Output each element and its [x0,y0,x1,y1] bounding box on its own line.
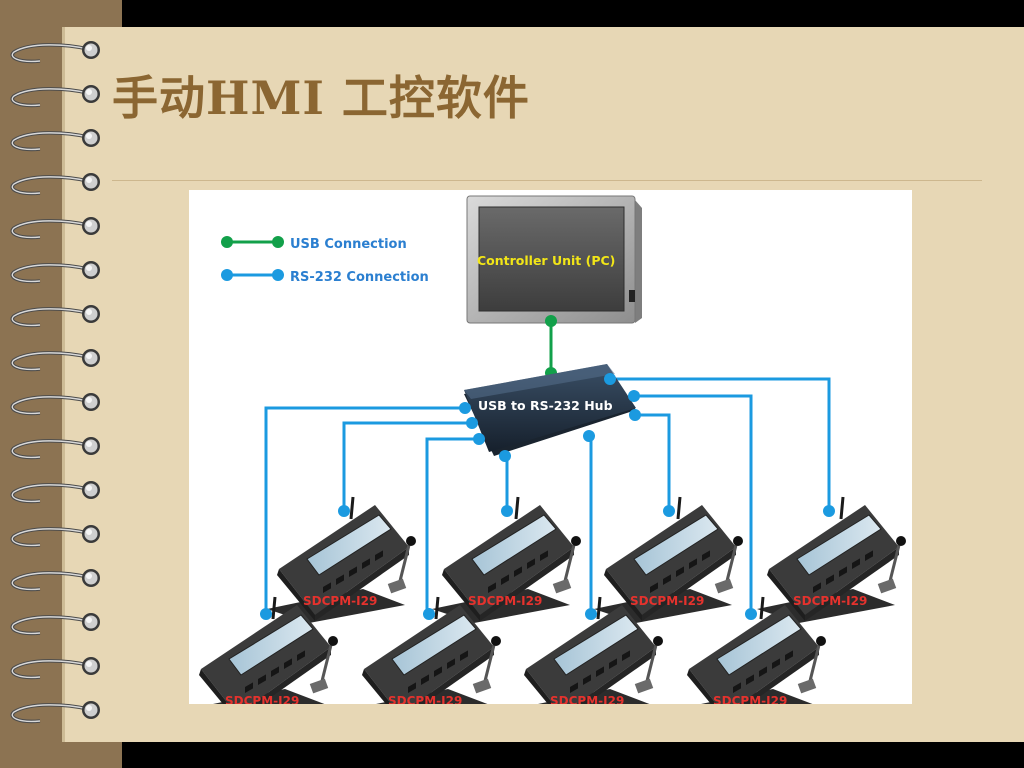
spiral-ring [10,437,100,460]
spiral-ring [10,217,100,240]
device-port-dot [585,608,597,620]
sdcpm-device: SDCPM-I29 [199,596,338,704]
sdcpm-device: SDCPM-I29 [524,596,663,704]
spiral-ring [10,261,100,284]
usb-legend-swatch [221,236,284,248]
controller-unit: Controller Unit (PC) [466,195,642,324]
usb-legend-label: USB Connection [290,237,407,252]
device-port-dot [338,505,350,517]
device-port-dot [745,608,757,620]
diagram-canvas: USB Connection RS-232 Connection Control… [199,195,906,704]
device-port-dot [260,608,272,620]
rs232-cable [589,434,593,614]
spiral-ring [10,173,100,196]
device-label: SDCPM-I29 [468,594,542,608]
device-port-dot [663,505,675,517]
spiral-ring [10,41,100,64]
spiral-ring [10,393,100,416]
device-label: SDCPM-I29 [303,594,377,608]
legend: USB Connection RS-232 Connection [221,236,429,285]
device-label: SDCPM-I29 [713,694,787,704]
sdcpm-device: SDCPM-I29 [432,496,581,623]
hub-port-dot [466,417,478,429]
hub-port-dot [583,430,595,442]
spiral-ring [10,481,100,504]
device-label: SDCPM-I29 [550,694,624,704]
top-bar [122,0,1024,27]
sdcpm-device: SDCPM-I29 [362,596,501,704]
rs232-cable [634,394,753,614]
device-port-dot [423,608,435,620]
spiral-ring [10,701,100,724]
spiral-ring [10,569,100,592]
usb-to-rs232-hub: USB to RS-232 Hub [464,364,636,456]
device-ports [260,505,835,620]
spiral-ring [10,349,100,372]
hub-port-dot [604,373,616,385]
usb-link [545,315,557,379]
device-port-dot [823,505,835,517]
sdcpm-device: SDCPM-I29 [687,596,826,704]
hub-ports [459,373,641,462]
rs232-cable [264,406,465,614]
rs232-cable [425,437,479,614]
spiral-binding [10,41,100,724]
device-label: SDCPM-I29 [630,594,704,608]
hub-port-dot [629,409,641,421]
rs232-cable [342,421,472,511]
spiral-ring [10,525,100,548]
device-label: SDCPM-I29 [388,694,462,704]
hub-port-dot [473,433,485,445]
network-diagram: USB Connection RS-232 Connection Control… [189,190,912,704]
hub-port-dot [499,450,511,462]
device-port-dot [501,505,513,517]
spiral-ring [10,657,100,680]
hub-port-dot [459,402,471,414]
hub-port-dot [628,390,640,402]
rs232-cable [610,377,831,511]
spiral-ring [10,129,100,152]
bottom-bar [122,742,1024,768]
rs232-legend-swatch [221,269,284,281]
rs232-cable [505,454,509,511]
title-divider [112,180,982,181]
slide-title: 手动HMI 工控软件 [112,71,530,125]
device-label: SDCPM-I29 [793,594,867,608]
hub-label: USB to RS-232 Hub [478,398,613,413]
paper-edge [62,27,65,742]
rs232-cable [635,413,671,511]
controller-label: Controller Unit (PC) [477,253,615,268]
rs232-links [264,377,831,614]
spiral-ring [10,305,100,328]
spiral-ring [10,613,100,636]
rs232-legend-label: RS-232 Connection [290,270,429,285]
sdcpm-device: SDCPM-I29 [757,496,906,623]
spiral-ring [10,85,100,108]
device-label: SDCPM-I29 [225,694,299,704]
